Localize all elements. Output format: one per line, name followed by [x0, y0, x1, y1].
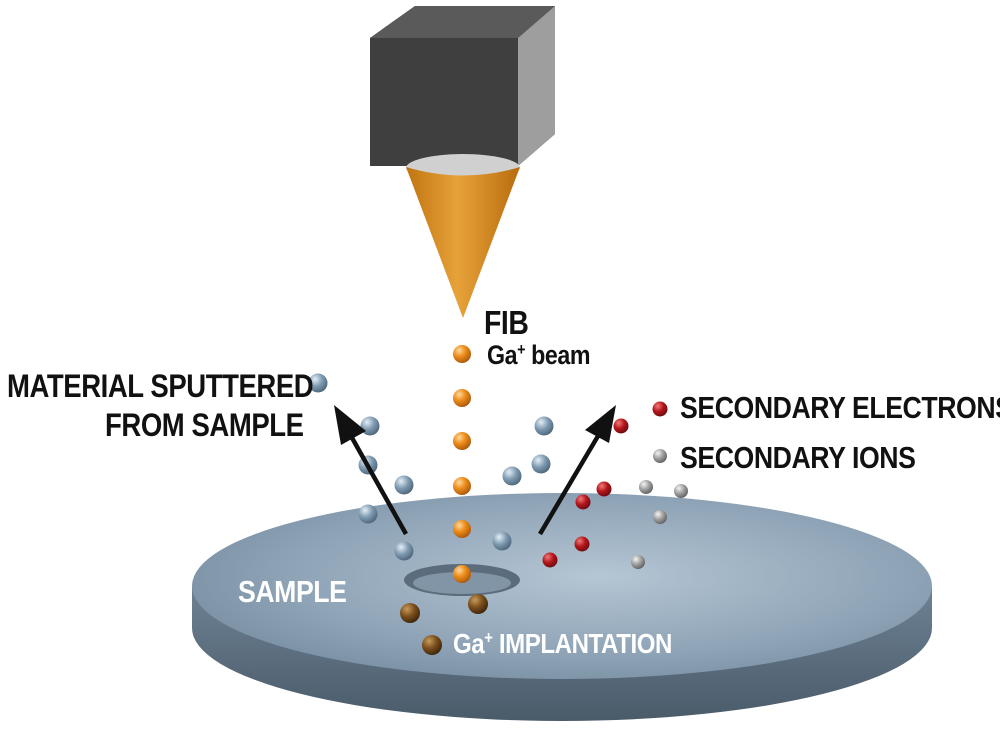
implantation-label-suffix: IMPLANTATION: [492, 628, 673, 659]
ga-beam-label-sup: +: [517, 339, 526, 359]
implantation-label-sup: +: [484, 627, 493, 648]
implantation-label: Ga+ IMPLANTATION: [453, 628, 672, 660]
sample-label: SAMPLE: [238, 574, 347, 609]
secondary-ions: [631, 449, 688, 569]
ga-ion-particle: [453, 565, 471, 583]
secondary-electrons-label: SECONDARY ELECTRONS: [680, 390, 1000, 425]
cone-shape-icon: [406, 167, 520, 318]
emission-arrow-shaft: [538, 434, 600, 536]
arrow-up-shape-icon: [585, 405, 616, 443]
implantation-label-prefix: Ga: [453, 628, 485, 659]
arrow-up-shape-icon: [334, 405, 366, 445]
secondary-ion: [653, 449, 667, 463]
implanted-ions: [400, 594, 488, 655]
sputtered-atom: [308, 373, 328, 393]
sample-disk-top: [192, 493, 932, 679]
sputtered-atom: [394, 475, 414, 495]
secondary-electron: [542, 552, 558, 568]
ga-beam-label: Ga+ beam: [487, 339, 591, 371]
implanted-ion: [400, 603, 420, 623]
sputtered-atom: [492, 531, 512, 551]
secondary-ion: [653, 510, 667, 524]
secondary-ions-label: SECONDARY IONS: [680, 440, 916, 475]
arrows: [334, 405, 616, 536]
secondary-electrons: [542, 401, 668, 568]
sputtered-atom: [360, 416, 380, 436]
cube-right-face: [518, 6, 555, 166]
ga-ion-particle: [453, 345, 471, 363]
secondary-ion: [639, 480, 653, 494]
ga-ion-particle: [453, 432, 471, 450]
ga-ion-particle: [453, 520, 471, 538]
ga-ion-particle: [453, 389, 471, 407]
implanted-ion: [422, 635, 442, 655]
secondary-electron: [574, 536, 590, 552]
ga-beam-label-suffix: beam: [525, 340, 591, 370]
sputter-arrow-shaft: [349, 434, 408, 536]
sputtered-atoms: [308, 373, 554, 561]
ga-ion-particle: [453, 477, 471, 495]
sputtered-atom: [534, 416, 554, 436]
secondary-ion: [674, 484, 688, 498]
cube-top-face: [370, 6, 555, 38]
ga-beam-label-prefix: Ga: [487, 340, 518, 370]
ga-beam-particles: [453, 345, 471, 583]
sputtered-label-line1: MATERIAL SPUTTERED: [7, 368, 314, 404]
sputtered-atom: [394, 541, 414, 561]
secondary-electron: [575, 494, 591, 510]
fib-label: FIB: [484, 304, 529, 341]
secondary-ion: [631, 555, 645, 569]
cube-front-face: [370, 38, 518, 166]
sputtered-atom: [358, 504, 378, 524]
implanted-ion: [468, 594, 488, 614]
sputtered-atom: [531, 454, 551, 474]
secondary-electron: [613, 418, 629, 434]
secondary-electron: [652, 401, 668, 417]
sputtered-label-line2: FROM SAMPLE: [105, 407, 304, 443]
ion-column: [370, 6, 555, 318]
secondary-electron: [596, 481, 612, 497]
sputtered-atom: [502, 466, 522, 486]
